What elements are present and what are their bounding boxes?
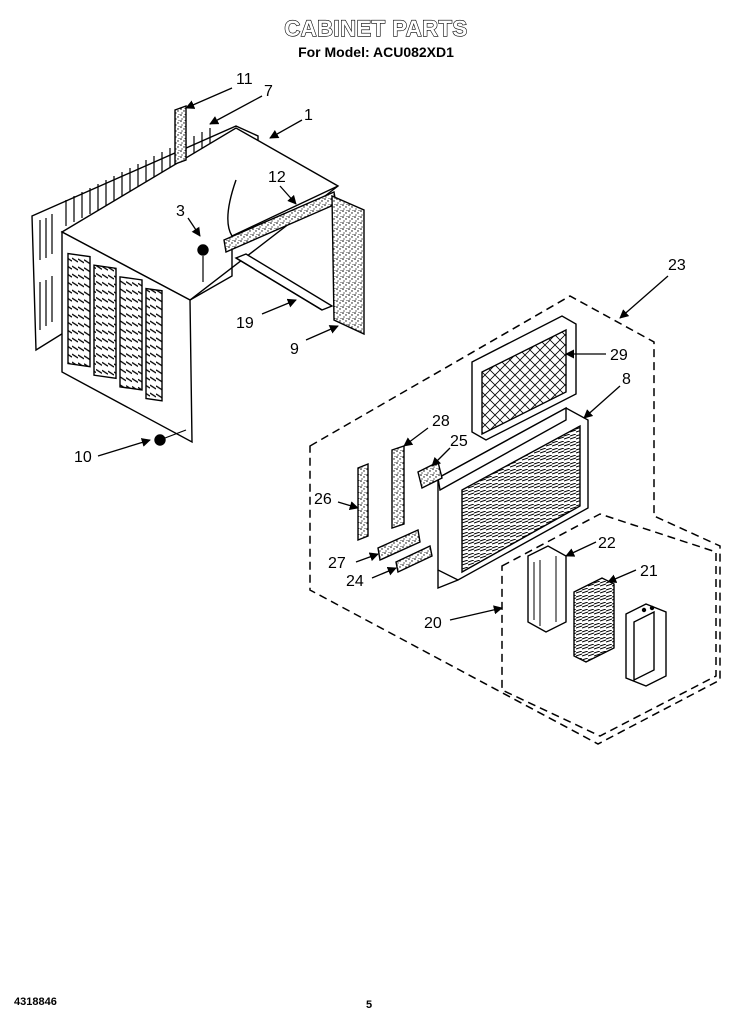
callout-21: 21 <box>640 563 658 580</box>
callout-26: 26 <box>314 491 332 508</box>
callout-1: 1 <box>304 107 313 124</box>
callout-9: 9 <box>290 341 299 358</box>
callout-22: 22 <box>598 535 616 552</box>
callout-23: 23 <box>668 257 686 274</box>
callout-labels: 11 7 1 12 3 19 9 10 23 29 8 28 25 26 27 … <box>74 71 686 632</box>
front-grille-components <box>357 315 667 687</box>
callout-27: 27 <box>328 555 346 572</box>
cabinet-assembly <box>31 105 365 446</box>
callout-3: 3 <box>176 203 185 220</box>
page-number: 5 <box>366 999 373 1011</box>
callout-25: 25 <box>450 433 468 450</box>
document-number: 4318846 <box>14 996 57 1008</box>
callout-10: 10 <box>74 449 92 466</box>
callout-7: 7 <box>264 83 273 100</box>
callout-29: 29 <box>610 347 628 364</box>
leader-lines <box>97 87 669 621</box>
model-subtitle: For Model: ACU082XD1 <box>298 44 454 60</box>
callout-24: 24 <box>346 573 364 590</box>
callout-8: 8 <box>622 371 631 388</box>
front-panel-boundary <box>309 295 721 745</box>
callout-20: 20 <box>424 615 442 632</box>
callout-19: 19 <box>236 315 254 332</box>
callout-11: 11 <box>236 71 253 88</box>
callout-28: 28 <box>432 413 450 430</box>
page-title: CABINET PARTS <box>284 15 468 41</box>
callout-12: 12 <box>268 169 286 186</box>
